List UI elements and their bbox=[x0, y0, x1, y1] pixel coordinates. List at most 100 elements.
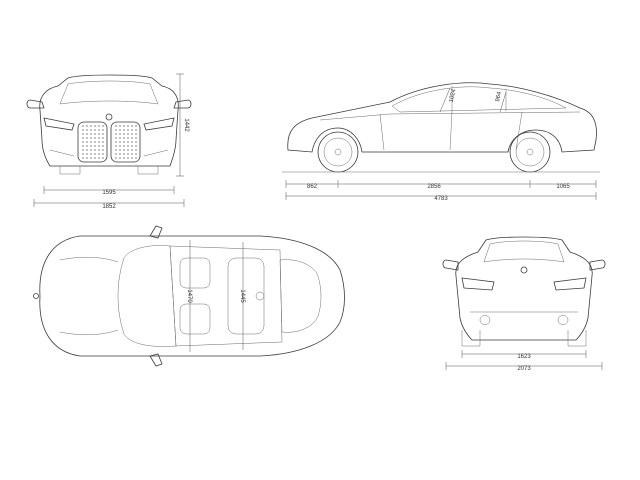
grille-dot bbox=[85, 156, 88, 159]
grille-dot bbox=[89, 140, 92, 143]
grille-dot bbox=[89, 136, 92, 139]
grille-dot bbox=[114, 156, 117, 159]
grille-dot bbox=[93, 156, 96, 159]
grille-dot bbox=[130, 152, 133, 155]
side-front-headroom-line bbox=[439, 87, 451, 113]
grille-dot bbox=[89, 148, 92, 151]
grille-dot bbox=[134, 148, 137, 151]
side-windows bbox=[391, 86, 567, 113]
grille-dot bbox=[122, 148, 125, 151]
grille-dot bbox=[122, 152, 125, 155]
grille-dot bbox=[130, 156, 133, 159]
front-grille-pattern bbox=[81, 124, 137, 159]
grille-dot bbox=[122, 128, 125, 131]
grille-dot bbox=[85, 148, 88, 151]
grille-dot bbox=[93, 144, 96, 147]
front-height-label: 1442 bbox=[183, 118, 189, 132]
side-rear-wheel bbox=[509, 131, 551, 173]
grille-dot bbox=[130, 144, 133, 147]
top-hood-lines bbox=[59, 257, 119, 335]
grille-dot bbox=[89, 152, 92, 155]
grille-dot bbox=[134, 128, 137, 131]
grille-dot bbox=[114, 144, 117, 147]
front-width-label: 1852 bbox=[102, 204, 116, 210]
side-length-label: 4783 bbox=[434, 196, 448, 202]
grille-dot bbox=[97, 156, 100, 159]
grille-dot bbox=[97, 124, 100, 127]
grille-dot bbox=[130, 136, 133, 139]
grille-dot bbox=[122, 156, 125, 159]
grille-dot bbox=[85, 140, 88, 143]
side-view: 1024 964 862 2856 1065 4783 bbox=[282, 82, 600, 202]
top-rear-shoulder-label: 1445 bbox=[239, 289, 245, 303]
grille-dot bbox=[134, 136, 137, 139]
grille-dot bbox=[126, 132, 129, 135]
grille-dot bbox=[118, 148, 121, 151]
grille-dot bbox=[126, 148, 129, 151]
front-body-outline bbox=[39, 74, 179, 167]
grille-dot bbox=[114, 132, 117, 135]
grille-dot bbox=[97, 128, 100, 131]
grille-dot bbox=[126, 156, 129, 159]
grille-dot bbox=[118, 132, 121, 135]
grille-dot bbox=[134, 140, 137, 143]
grille-dot bbox=[134, 152, 137, 155]
grille-dot bbox=[97, 136, 100, 139]
side-body-outline bbox=[287, 82, 597, 153]
rear-view: 1623 2073 bbox=[442, 236, 606, 372]
top-front-shoulder-label: 1470 bbox=[186, 289, 192, 303]
grille-dot bbox=[101, 144, 104, 147]
grille-dot bbox=[130, 148, 133, 151]
grille-dot bbox=[85, 132, 88, 135]
side-front-wheel bbox=[317, 131, 359, 173]
side-rear-headroom-line bbox=[499, 91, 507, 113]
grille-dot bbox=[93, 124, 96, 127]
grille-dot bbox=[134, 156, 137, 159]
top-mirror-left bbox=[149, 225, 163, 239]
front-headlight-left bbox=[43, 117, 75, 131]
grille-dot bbox=[89, 156, 92, 159]
grille-dot bbox=[101, 152, 104, 155]
grille-dot bbox=[81, 144, 84, 147]
top-roof bbox=[169, 245, 283, 347]
grille-dot bbox=[89, 128, 92, 131]
grille-dot bbox=[122, 140, 125, 143]
rear-mirror-left bbox=[442, 259, 459, 271]
grille-dot bbox=[114, 128, 117, 131]
grille-dot bbox=[114, 140, 117, 143]
rear-diffuser bbox=[470, 311, 578, 325]
grille-dot bbox=[85, 144, 88, 147]
side-front-overhang-label: 862 bbox=[307, 184, 318, 190]
grille-dot bbox=[81, 148, 84, 151]
grille-dot bbox=[81, 124, 84, 127]
top-windshield bbox=[117, 245, 177, 347]
front-bmw-logo bbox=[105, 113, 113, 121]
side-rear-headroom-label: 964 bbox=[495, 91, 503, 103]
grille-dot bbox=[93, 140, 96, 143]
grille-dot bbox=[134, 124, 137, 127]
side-door-lines bbox=[319, 111, 581, 151]
grille-dot bbox=[89, 144, 92, 147]
grille-dot bbox=[93, 128, 96, 131]
grille-dot bbox=[134, 132, 137, 135]
grille-dot bbox=[81, 156, 84, 159]
grille-dot bbox=[81, 140, 84, 143]
front-grille-right bbox=[110, 121, 141, 163]
front-view: 1595 1852 1442 bbox=[26, 73, 192, 210]
grille-dot bbox=[97, 148, 100, 151]
grille-dot bbox=[101, 128, 104, 131]
grille-dot bbox=[101, 136, 104, 139]
rear-track-label: 1623 bbox=[517, 354, 531, 360]
rear-bmw-logo bbox=[520, 266, 528, 274]
grille-dot bbox=[85, 128, 88, 131]
grille-dot bbox=[89, 124, 92, 127]
rear-wheels bbox=[461, 330, 587, 347]
grille-dot bbox=[93, 148, 96, 151]
grille-dot bbox=[101, 140, 104, 143]
grille-dot bbox=[126, 136, 129, 139]
grille-dot bbox=[81, 132, 84, 135]
grille-dot bbox=[89, 132, 92, 135]
grille-dot bbox=[130, 124, 133, 127]
grille-dot bbox=[118, 156, 121, 159]
